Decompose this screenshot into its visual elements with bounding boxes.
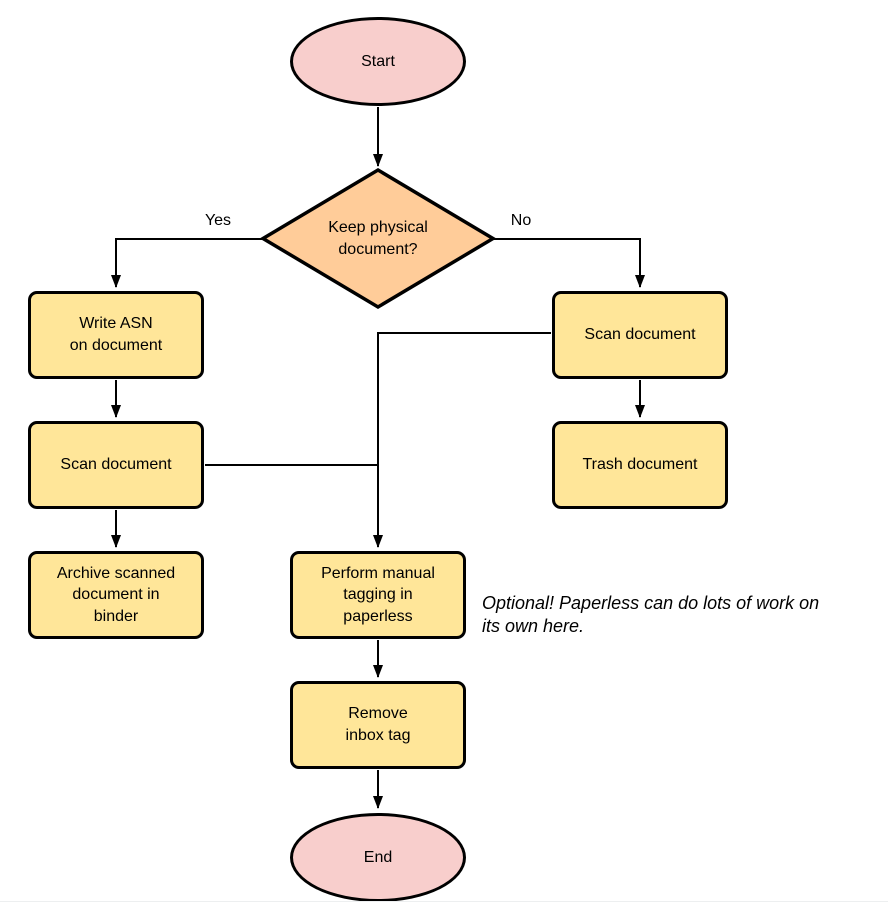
no-edge-label: No	[510, 212, 532, 229]
remove-inbox-tag-node: Remove inbox tag	[290, 681, 466, 769]
scan-document-left-node: Scan document	[28, 421, 204, 509]
edge-decision-yes-to-write-asn	[111, 238, 262, 288]
archive-scanned-document-node: Archive scanned document in binder	[28, 551, 204, 639]
yes-edge-label: Yes	[204, 212, 232, 229]
write-asn-node: Write ASN on document	[28, 291, 204, 379]
page-bottom-divider	[0, 901, 888, 902]
decision-node-label: Keep physical document?	[328, 219, 428, 258]
edge-scan-right-to-tagging	[373, 332, 551, 548]
end-node: End	[290, 813, 466, 902]
manual-tagging-node: Perform manual tagging in paperless	[290, 551, 466, 639]
trash-document-node: Trash document	[552, 421, 728, 509]
optional-annotation-text: Optional! Paperless can do lots of work …	[482, 593, 820, 637]
start-node: Start	[290, 17, 466, 106]
scan-document-right-node: Scan document	[552, 291, 728, 379]
edge-decision-no-to-scan-right	[494, 238, 645, 288]
